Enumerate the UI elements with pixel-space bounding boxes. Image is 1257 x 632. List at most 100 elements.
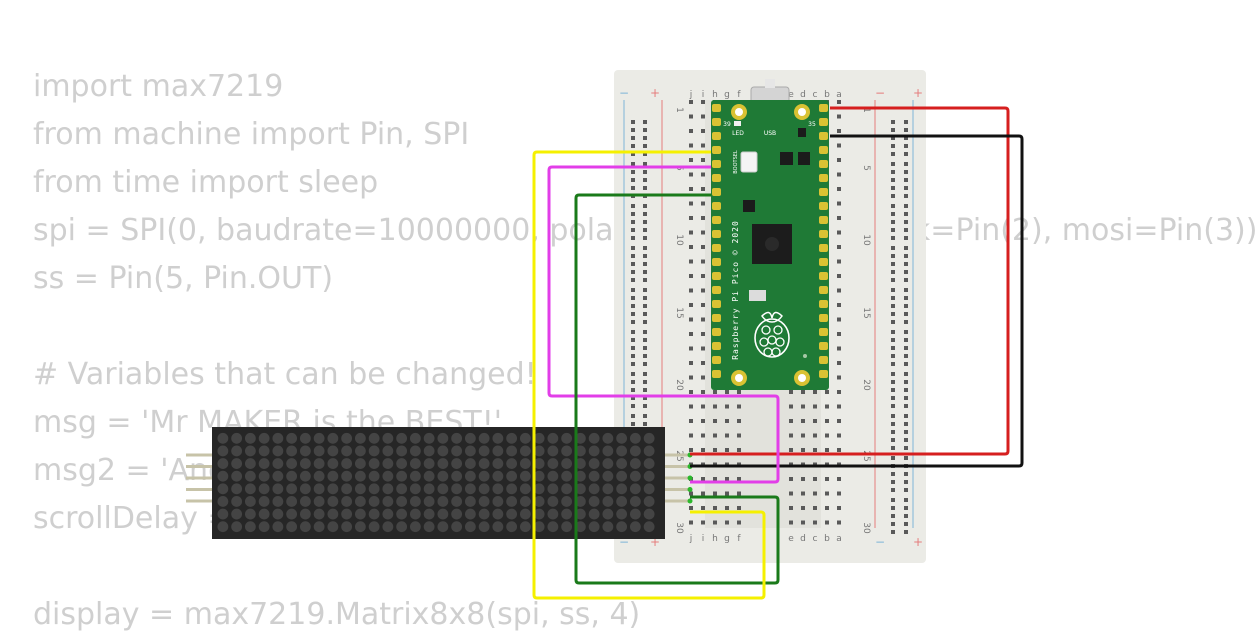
max7219-led-matrix[interactable] — [186, 427, 693, 539]
breadboard-hole — [825, 520, 829, 525]
wire-red-vcc[interactable] — [690, 106, 1010, 456]
rail-hole — [891, 372, 895, 376]
wire-magenta-din[interactable] — [547, 165, 780, 484]
breadboard-hole — [701, 288, 705, 293]
mounting-hole-center — [798, 374, 806, 382]
breadboard-hole — [701, 230, 705, 235]
matrix-led — [341, 483, 353, 495]
rail-hole — [891, 228, 895, 232]
breadboard-hole — [737, 448, 741, 452]
pin-label: 39 — [723, 121, 731, 128]
matrix-led — [519, 445, 531, 457]
matrix-led — [217, 521, 229, 533]
breadboard-hole — [801, 520, 805, 525]
breadboard-hole — [789, 520, 793, 525]
breadboard-hole — [789, 404, 793, 409]
rail-hole — [631, 338, 635, 342]
rail-hole — [891, 236, 895, 240]
matrix-led — [478, 483, 490, 495]
breadboard-hole — [701, 114, 705, 119]
rail-hole — [643, 128, 647, 132]
pin-pad — [712, 370, 721, 378]
pin-pad — [819, 118, 828, 126]
pin-pad — [819, 216, 828, 224]
pin-pad — [712, 202, 721, 210]
matrix-led — [382, 508, 394, 520]
matrix-led — [643, 445, 655, 457]
matrix-led — [588, 496, 600, 507]
rail-hole — [643, 228, 647, 232]
matrix-led — [354, 496, 366, 507]
breadboard-hole — [689, 274, 693, 278]
matrix-led — [602, 483, 614, 495]
rail-hole — [891, 396, 895, 400]
breadboard-hole — [837, 274, 841, 278]
breadboard-hole — [689, 143, 693, 148]
matrix-led — [437, 483, 449, 495]
matrix-led — [588, 432, 600, 444]
breadboard-hole — [689, 491, 693, 496]
matrix-led — [643, 432, 655, 444]
rail-hole — [631, 270, 635, 274]
rail-hole — [631, 162, 635, 166]
rail-hole — [631, 330, 635, 334]
breadboard-hole — [789, 390, 793, 394]
matrix-led — [327, 432, 339, 444]
rail-hole — [631, 278, 635, 282]
wires[interactable] — [532, 106, 1024, 600]
matrix-led — [423, 432, 435, 444]
matrix-led — [368, 432, 380, 444]
breadboard-hole — [701, 216, 705, 220]
breadboard-hole — [789, 477, 793, 481]
breadboard-hole — [837, 346, 841, 351]
breadboard-hole — [713, 404, 717, 409]
matrix-led — [423, 470, 435, 482]
matrix-led — [313, 470, 325, 482]
breadboard-hole — [813, 477, 817, 481]
rail-hole — [904, 472, 908, 476]
breadboard-hole — [801, 404, 805, 409]
rail-hole — [643, 414, 647, 418]
breadboard-hole — [689, 172, 693, 177]
rail-hole — [904, 354, 908, 358]
rail-hole — [904, 530, 908, 534]
pin-pad — [712, 244, 721, 252]
rail-hole — [891, 204, 895, 208]
matrix-led — [437, 458, 449, 469]
matrix-led — [588, 445, 600, 457]
matrix-led — [217, 432, 229, 444]
pin-pad — [819, 328, 828, 336]
wire-green-cs[interactable] — [574, 193, 780, 585]
pin-pad — [819, 104, 828, 112]
rail-hole — [643, 288, 647, 292]
matrix-led — [492, 432, 504, 444]
pin-pad — [819, 356, 828, 364]
matrix-led — [533, 470, 545, 482]
matrix-pin-right — [664, 499, 688, 503]
breadboard-hole — [837, 448, 841, 452]
matrix-led — [409, 521, 421, 533]
breadboard-hole — [701, 317, 705, 322]
matrix-led — [286, 470, 298, 482]
breadboard-hole — [789, 433, 793, 438]
breadboard-hole — [737, 433, 741, 438]
wire-yellow-clk[interactable] — [532, 150, 766, 600]
rail-hole — [631, 220, 635, 224]
pin-pad — [819, 174, 828, 182]
matrix-led — [478, 521, 490, 533]
matrix-led — [506, 521, 518, 533]
rail-hole — [891, 446, 895, 450]
breadboard-hole — [689, 100, 693, 104]
matrix-led — [629, 458, 641, 469]
rail-hole — [631, 246, 635, 250]
rail-hole — [643, 246, 647, 250]
matrix-led — [533, 496, 545, 507]
matrix-led — [354, 521, 366, 533]
breadboard-hole — [701, 506, 705, 510]
rail-hole — [891, 456, 895, 460]
rail-hole — [904, 186, 908, 190]
wire-black-gnd[interactable] — [690, 134, 1024, 468]
matrix-led — [286, 458, 298, 469]
breadboard-hole — [701, 172, 705, 177]
